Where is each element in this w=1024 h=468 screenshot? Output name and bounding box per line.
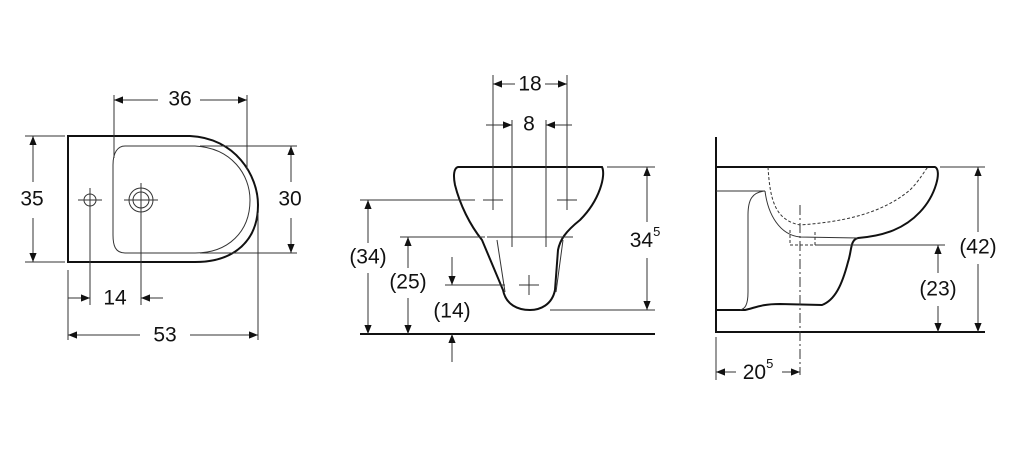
dim-205-label: 205 — [743, 356, 774, 383]
dim-42-label: (42) — [959, 236, 996, 259]
bidet-outline-side — [716, 166, 939, 311]
bowl-inner-outline — [112, 145, 251, 254]
dim-345-sup: 5 — [653, 224, 660, 239]
hidden-bowl-lines — [767, 166, 929, 246]
dim-205-main: 20 — [743, 361, 766, 384]
dim-35-label: 35 — [20, 188, 43, 211]
dim-345-label: 345 — [630, 224, 661, 251]
dim-205-sup: 5 — [766, 356, 773, 371]
extension-lines — [25, 95, 297, 340]
bidet-outline-top — [67, 135, 260, 263]
side-view: (42) (23) 205 — [715, 137, 997, 384]
dim-36-label: 36 — [168, 88, 191, 111]
dim-8-label: 8 — [523, 113, 535, 136]
extension-lines — [360, 75, 655, 311]
dim-14-label: (14) — [433, 300, 470, 323]
top-view: 36 35 30 14 53 — [20, 88, 301, 347]
dim-18-label: 18 — [518, 73, 541, 96]
dim-345-main: 34 — [630, 229, 654, 252]
hole-centerlines — [78, 183, 158, 217]
dim-25-label: (25) — [389, 271, 426, 294]
dim-34-label: (34) — [349, 246, 386, 269]
dim-14-label: 14 — [103, 287, 127, 310]
front-view: 18 8 345 (34) (25) (14) — [349, 73, 660, 362]
extension-lines — [715, 166, 985, 380]
bidet-outline-front — [453, 166, 605, 312]
pedestal-inner-lines — [487, 236, 573, 293]
dim-53-label: 53 — [153, 324, 176, 347]
dim-23-label: (23) — [919, 278, 956, 301]
dim-30-label: 30 — [278, 188, 301, 211]
